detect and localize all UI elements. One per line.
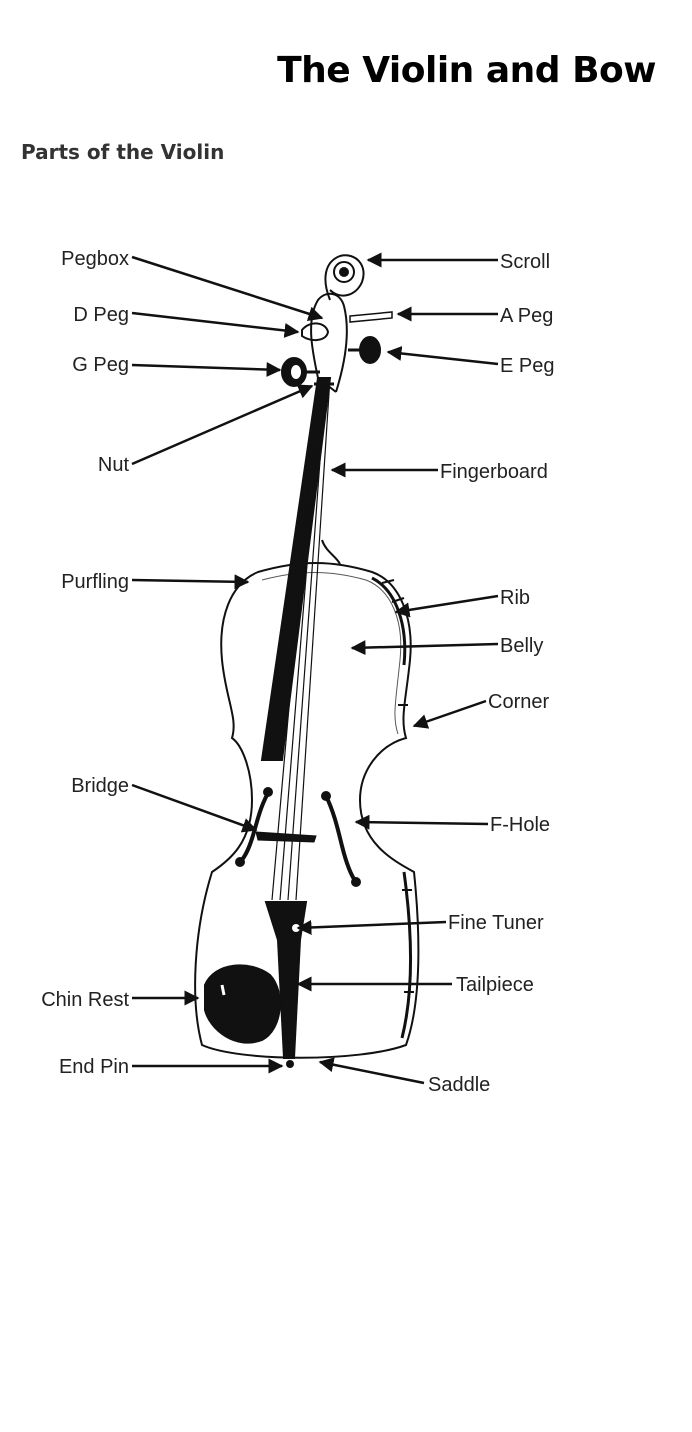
label-nut: Nut bbox=[98, 454, 130, 476]
peg-a bbox=[349, 311, 393, 323]
arrow-rib bbox=[394, 594, 499, 618]
peg-g bbox=[281, 357, 320, 387]
end-pin bbox=[286, 1060, 294, 1068]
arrow-f-hole bbox=[354, 814, 489, 830]
label-purfling: Purfling bbox=[61, 571, 129, 593]
peg-e bbox=[348, 336, 381, 364]
label-a-peg: A Peg bbox=[500, 305, 553, 327]
label-saddle: Saddle bbox=[428, 1074, 490, 1096]
arrow-d-peg bbox=[131, 311, 300, 338]
chin-rest bbox=[204, 964, 281, 1044]
arrow-pegbox bbox=[131, 255, 324, 322]
label-rib: Rib bbox=[500, 587, 530, 609]
callout-arrows bbox=[131, 252, 499, 1085]
arrow-bridge bbox=[131, 783, 258, 833]
label-end-pin: End Pin bbox=[59, 1056, 129, 1078]
label-d-peg: D Peg bbox=[73, 304, 129, 326]
arrow-e-peg bbox=[386, 346, 499, 366]
pegbox bbox=[310, 292, 348, 393]
violin-illustration bbox=[194, 254, 420, 1068]
page-title: The Violin and Bow bbox=[277, 50, 656, 91]
arrow-nut bbox=[131, 384, 314, 466]
label-belly: Belly bbox=[500, 635, 543, 657]
scroll bbox=[324, 254, 365, 301]
label-g-peg: G Peg bbox=[72, 354, 129, 376]
part-labels: Pegbox D Peg G Peg Nut Purfling Bridge C… bbox=[41, 248, 554, 1096]
label-fine-tuner: Fine Tuner bbox=[448, 912, 544, 934]
label-corner: Corner bbox=[488, 691, 549, 713]
arrow-belly bbox=[350, 640, 499, 656]
arrow-fine-tuner bbox=[296, 919, 447, 935]
label-fingerboard: Fingerboard bbox=[440, 461, 548, 483]
arrow-saddle bbox=[318, 1057, 425, 1085]
f-hole-right bbox=[324, 795, 358, 884]
arrow-g-peg bbox=[131, 362, 282, 378]
label-tailpiece: Tailpiece bbox=[456, 974, 534, 996]
bridge bbox=[255, 831, 317, 843]
arrow-corner bbox=[412, 699, 487, 729]
tailpiece bbox=[264, 901, 308, 1059]
label-pegbox: Pegbox bbox=[61, 248, 129, 270]
peg-d bbox=[301, 322, 330, 342]
section-title: Parts of the Violin bbox=[21, 140, 225, 164]
violin-body bbox=[194, 562, 420, 1059]
arrow-purfling bbox=[131, 574, 250, 590]
label-chin-rest: Chin Rest bbox=[41, 989, 129, 1011]
label-bridge: Bridge bbox=[71, 775, 129, 797]
label-e-peg: E Peg bbox=[500, 355, 554, 377]
rib-edge bbox=[371, 576, 407, 666]
label-f-hole: F-Hole bbox=[490, 814, 550, 836]
label-scroll: Scroll bbox=[500, 251, 550, 273]
